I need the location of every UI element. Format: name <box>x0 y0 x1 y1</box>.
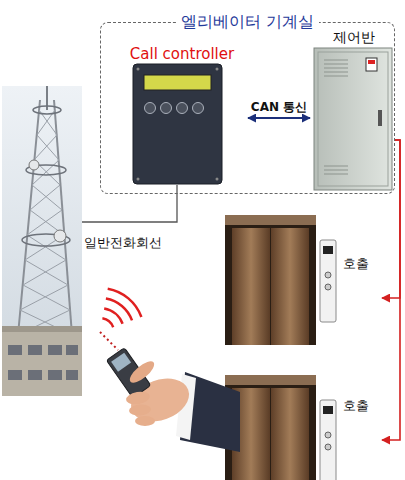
line-label: 일반전화회선 <box>84 235 162 251</box>
call-controller-device-part <box>137 68 140 71</box>
region-title: 엘리베이터 기계실 <box>176 12 319 31</box>
hand-with-phone-part <box>106 299 132 321</box>
node-label: 호출 <box>343 398 369 414</box>
node-label: Call controller <box>130 45 234 63</box>
elevator-picture-part <box>320 400 336 480</box>
call-controller-device-part <box>137 178 140 181</box>
tower-photo-part <box>29 160 39 170</box>
node-label: 제어반 <box>333 29 375 46</box>
call-controller-device-part <box>177 103 188 114</box>
hand-with-phone-part <box>129 404 152 417</box>
can-bus-arrow <box>248 117 310 119</box>
hand-with-phone-part <box>104 308 122 323</box>
control-cabinet-drawing-part <box>324 76 348 77</box>
elevator-picture-part <box>325 432 331 438</box>
elevator-picture-part <box>225 215 316 225</box>
elevator-picture-part <box>225 375 316 385</box>
elevator-picture-part <box>225 215 316 345</box>
elevator-picture-part <box>320 240 336 322</box>
call-controller-device-part <box>133 64 222 184</box>
control-cabinet-drawing-part <box>368 60 375 64</box>
machine-room-region: Call controller제어반엘리베이터 기계실 <box>100 22 395 194</box>
hand-with-phone-part <box>108 289 142 317</box>
elevator-picture <box>225 215 336 345</box>
hand-with-phone-part <box>125 390 151 406</box>
control-cabinet-drawing-part <box>324 174 348 175</box>
call-controller-device-part <box>193 103 204 114</box>
elevator-picture-part <box>323 246 333 254</box>
call-controller-unit: Call controller <box>119 45 245 186</box>
tower-photo-part <box>54 230 66 242</box>
tower-photo-part <box>2 86 82 396</box>
control-cabinet-drawing <box>314 48 392 190</box>
tower-photo-part <box>8 345 22 355</box>
call-controller-device-part <box>216 178 219 181</box>
tower-photo <box>2 86 82 396</box>
tower-photo-part <box>2 330 82 396</box>
control-cabinet-drawing-part <box>378 110 382 126</box>
hand-with-phone-part <box>102 318 113 327</box>
tower-photo-part <box>20 110 72 335</box>
control-cabinet-drawing-part <box>324 170 348 171</box>
hand-with-phone-part <box>127 358 158 386</box>
control-cabinet-drawing-part <box>324 60 348 61</box>
tower-photo-part <box>66 345 78 355</box>
tower-photo-part <box>8 370 22 380</box>
hand-with-phone-part <box>135 416 155 426</box>
control-cabinet-drawing-part <box>324 72 348 73</box>
edge-label: CAN 통신 <box>249 100 309 114</box>
elevator-picture-part <box>271 388 309 480</box>
tower-photo-part <box>48 370 62 380</box>
call-controller-device-part <box>144 75 211 90</box>
tower-photo-part <box>2 326 82 332</box>
node-label: 호출 <box>343 256 369 272</box>
call-controller-device-part <box>161 103 172 114</box>
elevator-picture-part <box>325 272 331 278</box>
elevator-picture <box>225 375 336 480</box>
control-cabinet-drawing-part <box>314 48 392 190</box>
hand-with-phone-part <box>100 332 118 350</box>
call-signal-line <box>382 140 400 440</box>
call-controller-device <box>133 64 222 184</box>
elevator-picture-part <box>232 228 270 345</box>
label-holder: 일반전화회선 <box>84 232 162 251</box>
call-controller-device-part <box>216 68 219 71</box>
tower-photo-part <box>28 370 42 380</box>
control-cabinet: 제어반 <box>313 29 395 191</box>
elevator-call-box: 호출 <box>225 372 380 478</box>
elevator-call-box: 호출 <box>225 212 380 347</box>
call-signal-line <box>382 140 400 298</box>
control-cabinet-drawing-part <box>324 64 348 65</box>
hand-with-phone <box>100 289 240 452</box>
elevator-picture-part <box>271 228 309 345</box>
tower-photo-part <box>66 370 78 380</box>
hand-with-phone-part-part <box>111 353 131 372</box>
call-controller-device-part <box>145 103 156 114</box>
control-cabinet-drawing-part <box>318 52 388 186</box>
elevator-picture-part <box>325 284 331 290</box>
control-cabinet-drawing-part <box>324 166 348 167</box>
control-cabinet-drawing-part <box>324 68 348 69</box>
elevator-picture-part <box>323 406 333 414</box>
edge-label-holder: CAN 통신 <box>249 96 309 115</box>
elevator-picture-part <box>325 444 331 450</box>
control-cabinet-drawing-part <box>366 58 377 71</box>
tower-photo-part <box>18 110 70 335</box>
phone-line-wire <box>82 185 177 222</box>
tower-photo-part <box>33 106 61 114</box>
tower-photo-part <box>48 345 62 355</box>
tower-photo-part <box>28 345 42 355</box>
